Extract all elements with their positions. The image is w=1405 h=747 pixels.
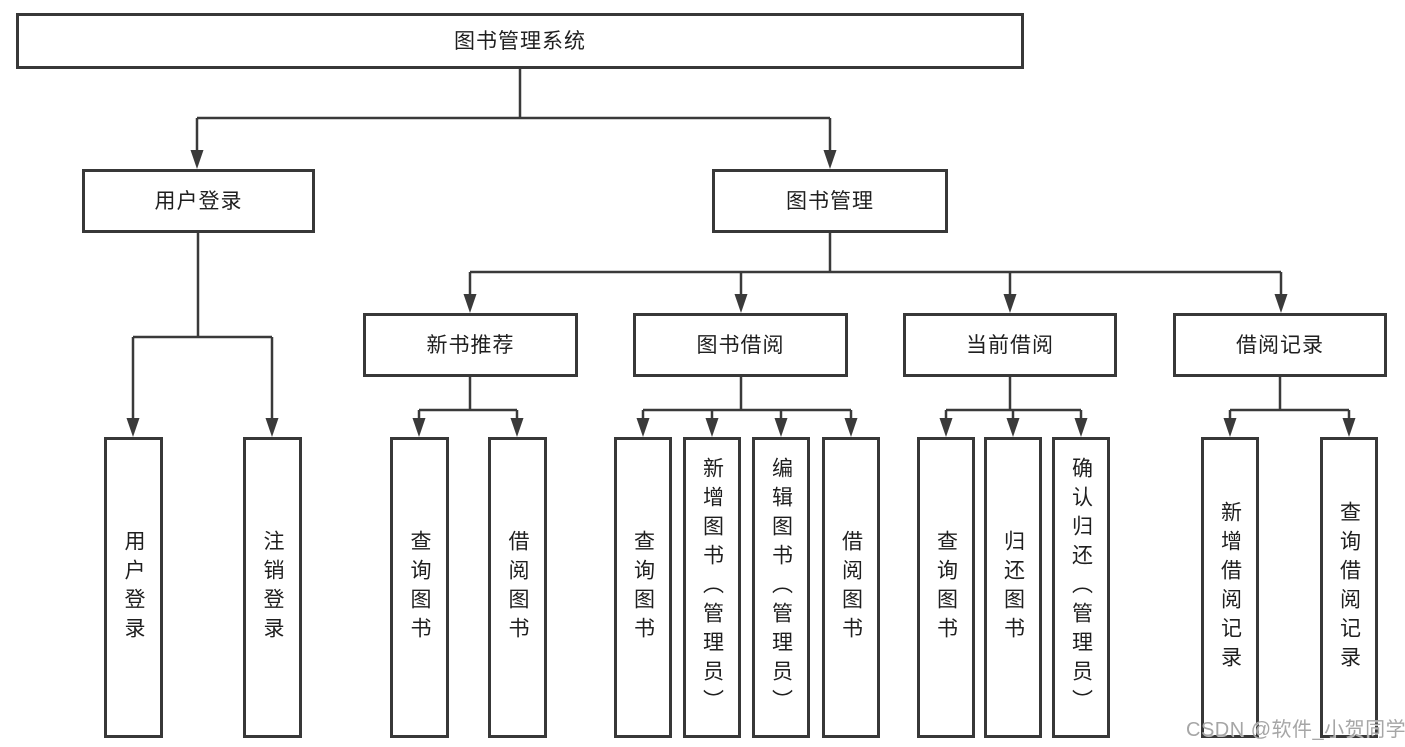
node-label: 注销登录: [261, 529, 284, 646]
leaf-query-borrow-record: 查询借阅记录: [1320, 437, 1378, 738]
node-label: 借阅记录: [1236, 333, 1324, 357]
leaf-borrow-books-recommend: 借阅图书: [488, 437, 547, 738]
node-label: 借阅图书: [839, 529, 863, 646]
node-label: 图书借阅: [696, 333, 785, 357]
node-label: 查询图书: [934, 529, 958, 646]
node-label: 归还图书: [1001, 529, 1025, 646]
leaf-edit-books-admin: 编辑图书（管理员）: [752, 437, 810, 738]
node-label: 编辑图书（管理员）: [769, 457, 793, 718]
node-book-management: 图书管理: [712, 169, 948, 233]
node-label: 借阅图书: [506, 529, 529, 646]
node-label: 新增借阅记录: [1218, 500, 1242, 675]
node-label: 查询借阅记录: [1337, 500, 1361, 675]
node-label: 用户登录: [154, 189, 243, 213]
leaf-query-books-current: 查询图书: [917, 437, 975, 738]
node-label: 查询图书: [408, 529, 431, 646]
leaf-add-borrow-record: 新增借阅记录: [1201, 437, 1259, 738]
node-label: 新书推荐: [426, 333, 515, 357]
leaf-return-books: 归还图书: [984, 437, 1042, 738]
node-label: 确认归还（管理员）: [1069, 457, 1093, 718]
node-borrowing-records: 借阅记录: [1173, 313, 1387, 377]
leaf-user-login: 用户登录: [104, 437, 163, 738]
leaf-add-books-admin: 新增图书（管理员）: [683, 437, 741, 738]
node-label: 新增图书（管理员）: [700, 457, 724, 718]
node-label: 图书管理系统: [454, 29, 586, 53]
node-user-login: 用户登录: [82, 169, 315, 233]
leaf-query-books-borrow: 查询图书: [614, 437, 672, 738]
leaf-query-books-recommend: 查询图书: [390, 437, 449, 738]
leaf-logout-login: 注销登录: [243, 437, 302, 738]
node-new-book-recommendation: 新书推荐: [363, 313, 578, 377]
leaf-confirm-return-admin: 确认归还（管理员）: [1052, 437, 1110, 738]
node-book-borrowing: 图书借阅: [633, 313, 848, 377]
node-label: 当前借阅: [966, 333, 1054, 357]
node-label: 查询图书: [631, 529, 655, 646]
leaf-borrow-books: 借阅图书: [822, 437, 880, 738]
node-label: 图书管理: [786, 189, 874, 213]
arrowheads: [126, 150, 1356, 437]
watermark-text: CSDN @软件_小贺同学: [1186, 719, 1405, 741]
node-label: 用户登录: [122, 529, 145, 646]
node-current-borrowing: 当前借阅: [903, 313, 1117, 377]
node-library-management-system: 图书管理系统: [16, 13, 1024, 69]
